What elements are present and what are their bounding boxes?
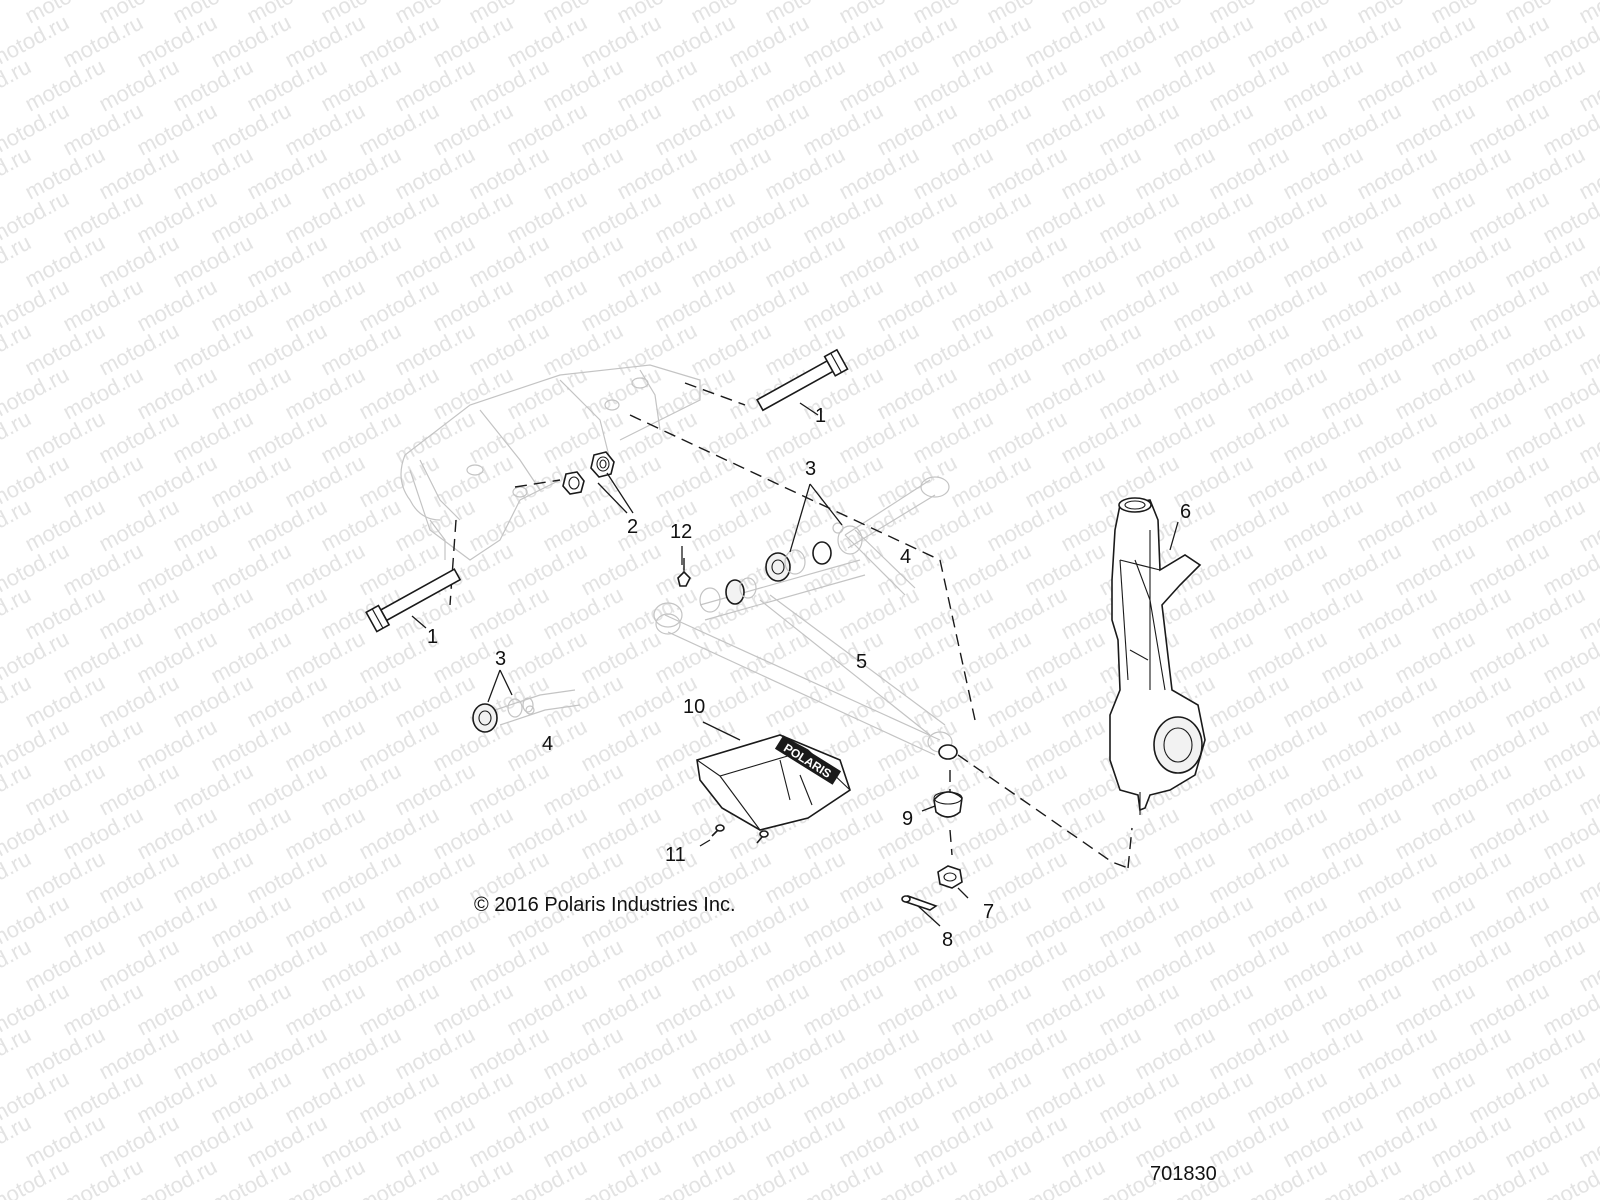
bushings-upper: [765, 522, 844, 582]
skid-guard: POLARIS: [696, 734, 851, 831]
callout-7: 7: [983, 901, 994, 923]
copyright-notice: © 2016 Polaris Industries Inc.: [474, 894, 736, 916]
frame-ghost-outline: [400, 364, 701, 561]
assembly-lines: [449, 382, 1133, 869]
bushings-lower: [472, 697, 535, 733]
pivot-bolt-lower: [365, 568, 462, 633]
callout-1-upper: 1: [815, 405, 826, 427]
callout-1-lower: 1: [427, 626, 438, 648]
upper-a-arm: [837, 476, 950, 596]
ball-joint: [927, 731, 958, 760]
guard-screws: [711, 824, 769, 844]
callout-4-upper: 4: [900, 546, 911, 568]
callout-4-lower: 4: [542, 733, 553, 755]
lower-arm-bushing-stack: [653, 577, 757, 628]
castle-nut: [937, 865, 963, 889]
lock-nuts: [562, 451, 615, 495]
lower-a-arm: [494, 559, 946, 756]
callout-3-upper: 3: [805, 458, 816, 480]
callout-10: 10: [683, 696, 705, 718]
pivot-bolt-upper: [756, 348, 849, 412]
callout-5: 5: [856, 651, 867, 673]
leader-lines: [411, 402, 1179, 927]
diagram-number: 701830: [1150, 1163, 1217, 1185]
callout-6: 6: [1180, 501, 1191, 523]
grease-fitting: [677, 566, 691, 587]
callout-3-lower: 3: [495, 648, 506, 670]
callout-12: 12: [670, 521, 692, 543]
dust-cap: [933, 791, 963, 818]
callout-9: 9: [902, 808, 913, 830]
callout-2: 2: [627, 516, 638, 538]
cotter-pin: [901, 894, 938, 911]
callouts: 1 1 2 3 3 4 4 5 6 7 8 9 10 11 12: [427, 405, 1191, 951]
callout-8: 8: [942, 929, 953, 951]
steering-knuckle: [1109, 497, 1206, 815]
callout-11: 11: [665, 844, 686, 866]
